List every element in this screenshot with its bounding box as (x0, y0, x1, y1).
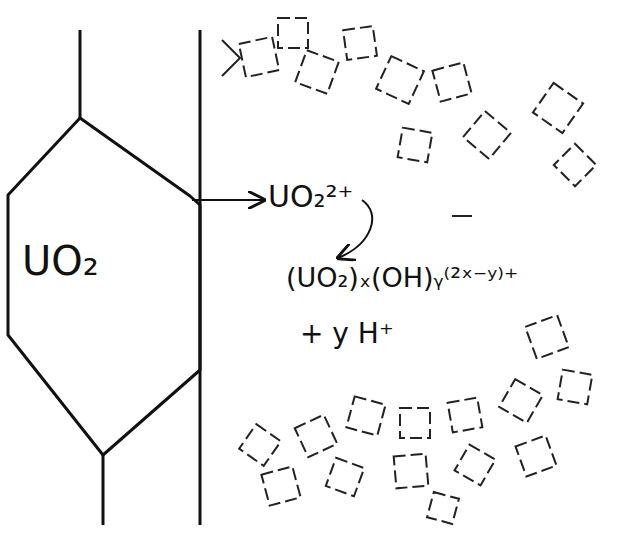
particle (239, 37, 279, 77)
particle (499, 379, 543, 423)
particle (452, 215, 472, 217)
particle (400, 408, 430, 438)
species-formula: (UO₂)ₓ(OH)ᵧ⁽²ˣ⁻ʸ⁾⁺ (286, 262, 518, 293)
particle (432, 62, 471, 101)
dissolution-arrow (192, 199, 264, 201)
grain-boundary (102, 455, 105, 525)
particle (525, 315, 569, 359)
hexagon-outline (8, 118, 200, 455)
particle (295, 415, 338, 458)
particle (343, 26, 377, 60)
particle (398, 128, 433, 163)
particle (326, 458, 364, 496)
particle (376, 56, 424, 104)
particle (222, 40, 240, 76)
species-formula: UO₂²⁺ (268, 180, 353, 215)
particle (533, 83, 583, 133)
species-formula: + y H⁺ (300, 318, 394, 350)
particle (239, 424, 281, 466)
particle (448, 398, 483, 433)
grain-outline (6, 116, 202, 457)
particle (554, 144, 596, 186)
particle (346, 396, 385, 435)
particle (515, 435, 556, 476)
particle (394, 454, 429, 489)
particle (463, 111, 511, 159)
particle (558, 370, 593, 405)
solid-particles (222, 18, 596, 524)
particle (261, 466, 300, 505)
uo2-grain: UO₂ (8, 118, 200, 455)
particle (295, 50, 339, 94)
grain-boundary (79, 30, 82, 118)
grain-label: UO₂ (22, 238, 99, 284)
particle (278, 18, 308, 48)
particle (455, 445, 496, 486)
particle (427, 492, 459, 524)
